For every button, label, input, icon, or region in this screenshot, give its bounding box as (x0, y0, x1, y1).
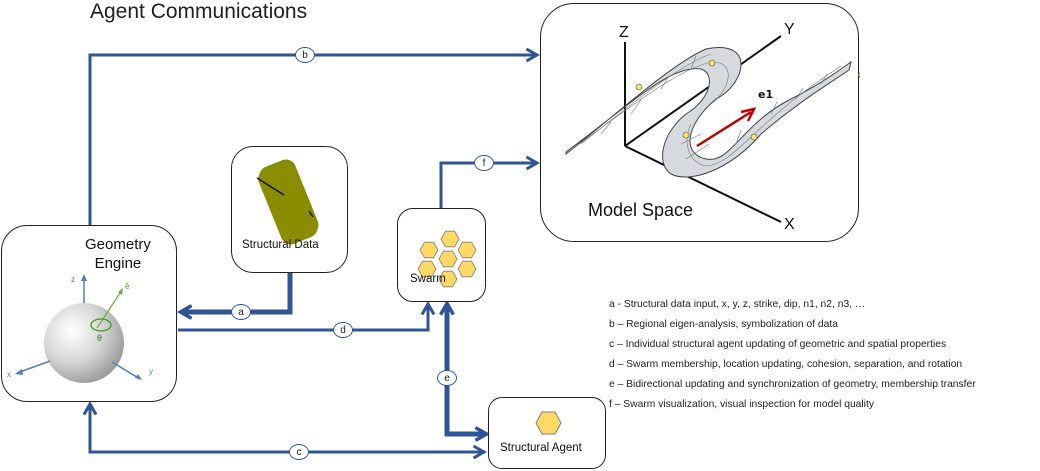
swarm-hexagon (440, 230, 460, 248)
connector-label-c: c (289, 444, 309, 460)
structural-data-node[interactable]: Structural Data (231, 146, 348, 273)
structural-data-icon (256, 159, 319, 245)
svg-text:θ: θ (97, 333, 102, 343)
geometry-engine-node[interactable]: Geometry Engine x y z ê θ (1, 225, 177, 402)
legend-item-f: f – Swarm visualization, visual inspecti… (609, 399, 874, 410)
svg-text:ê: ê (125, 282, 130, 291)
swarm-hexagon (438, 270, 458, 288)
structural-agent-node[interactable]: Structural Agent (488, 397, 606, 469)
geometry-engine-label-1: Geometry (85, 236, 151, 253)
swarm-hexagon (457, 260, 477, 278)
svg-text:x: x (7, 370, 11, 379)
connector-b (88, 47, 541, 225)
legend-item-d: d – Swarm membership, location updating,… (609, 359, 963, 370)
model-space-label: Model Space (588, 200, 694, 220)
connector-label-a: a (231, 304, 251, 320)
connector-a (182, 273, 293, 312)
svg-text:z: z (71, 275, 75, 284)
structural-data-label: Structural Data (242, 239, 319, 251)
connector-e (447, 305, 485, 434)
svg-text:X: X (784, 216, 795, 233)
connector-f (439, 155, 541, 208)
agent-hexagon-icon (535, 411, 562, 435)
geometry-engine-label-2: Engine (94, 255, 142, 272)
svg-text:y: y (149, 367, 153, 376)
connector-label-f: f (474, 155, 494, 171)
legend-item-a: a - Structural data input, x, y, z, stri… (609, 299, 866, 310)
swarm-node[interactable]: Swarm (397, 208, 486, 302)
legend-item-b: b – Regional eigen-analysis, symbolizati… (609, 319, 838, 330)
connector-label-e: e (437, 370, 457, 386)
connector-label-b: b (295, 47, 315, 63)
structural-agent-label: Structural Agent (500, 442, 582, 454)
legend: a - Structural data input, x, y, z, stri… (609, 295, 976, 415)
connector-c (82, 400, 488, 460)
swarm-hexagon (457, 241, 477, 259)
connector-label-d: d (333, 322, 353, 338)
connector-d (178, 300, 436, 332)
swarm-label: Swarm (410, 273, 446, 285)
legend-item-e: e – Bidirectional updating and synchroni… (609, 379, 976, 390)
swarm-hexagon (417, 260, 437, 278)
diagram-title: Agent Communications (90, 0, 308, 23)
swarm-hexagons-icon (417, 230, 477, 288)
svg-text:Y: Y (784, 21, 795, 38)
sphere-axes-icon: x y z ê θ (7, 274, 153, 383)
swarm-hexagon (438, 250, 458, 268)
model-space-3d-surface-icon: e1 Z Y X (565, 21, 860, 233)
svg-text:e1: e1 (758, 88, 773, 101)
legend-item-c: c – Individual structural agent updating… (609, 339, 947, 350)
swarm-hexagon (419, 241, 439, 259)
model-space-node[interactable]: e1 Z Y X Model Space (540, 3, 860, 242)
svg-text:Z: Z (619, 24, 629, 41)
